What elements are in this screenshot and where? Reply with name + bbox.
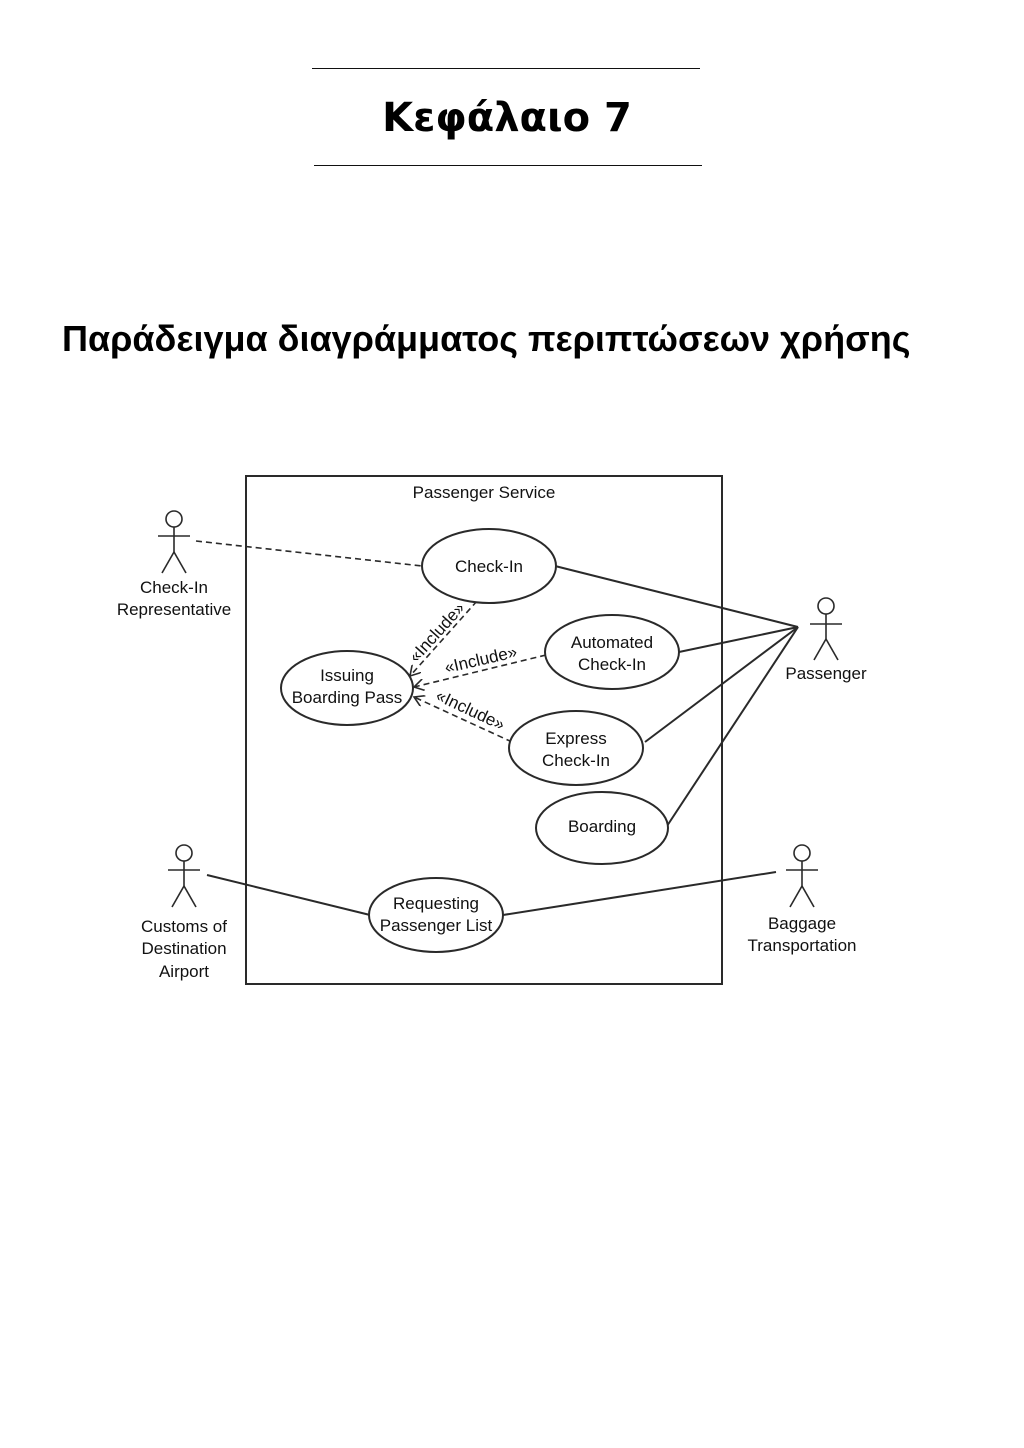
assoc-passenger-checkin xyxy=(554,565,799,628)
usecase-express-line2: Check-In xyxy=(542,751,610,770)
assoc-passenger-boarding xyxy=(666,626,799,827)
system-boundary xyxy=(245,475,723,985)
usecase-requesting-passenger-list: Requesting Passenger List xyxy=(368,877,504,953)
assoc-checkin-rep-checkin xyxy=(195,540,423,567)
usecase-requesting-line1: Requesting xyxy=(393,894,479,913)
actor-customs-line3: Airport xyxy=(159,962,209,981)
assoc-baggage-requesting xyxy=(502,871,777,916)
usecase-boarding: Boarding xyxy=(535,791,669,865)
usecase-issuing-line2: Boarding Pass xyxy=(292,688,403,707)
stick-figure-icon xyxy=(810,597,842,661)
actor-baggage-line2: Transportation xyxy=(748,936,857,955)
actor-check-in-rep-line1: Check-In xyxy=(140,578,208,597)
stick-figure-icon xyxy=(786,844,818,908)
actor-customs-of-destination-airport: Customs of Destination Airport xyxy=(141,844,227,981)
actor-check-in-representative: Check-In Representative xyxy=(117,510,231,619)
usecase-automated-line1: Automated xyxy=(571,633,653,652)
actor-customs-line1: Customs of xyxy=(141,917,227,936)
include-checkin-issuing xyxy=(410,600,478,676)
usecase-express-line1: Express xyxy=(545,729,606,748)
stick-figure-icon xyxy=(158,510,190,574)
usecase-requesting-line2: Passenger List xyxy=(380,916,493,935)
usecase-issuing-boarding-pass: Issuing Boarding Pass xyxy=(280,650,414,726)
usecase-automated-line2: Check-In xyxy=(578,655,646,674)
actor-passenger: Passenger xyxy=(785,597,867,683)
assoc-passenger-express xyxy=(644,626,799,743)
system-boundary-label: Passenger Service xyxy=(413,483,556,502)
section-heading: Παράδειγμα διαγράμματος περιπτώσεων χρήσ… xyxy=(62,318,911,359)
include-express-issuing xyxy=(414,697,513,743)
usecase-boarding-line1: Boarding xyxy=(568,817,636,836)
include-label-2: «Include» xyxy=(443,642,519,677)
usecase-issuing-line1: Issuing xyxy=(320,666,374,685)
usecase-automated-check-in: Automated Check-In xyxy=(544,614,680,690)
actor-baggage-transportation: Baggage Transportation xyxy=(748,844,857,955)
actor-check-in-rep-line2: Representative xyxy=(117,600,231,619)
chapter-title: Κεφάλαιο 7 xyxy=(382,95,632,141)
assoc-passenger-automated xyxy=(678,626,799,653)
include-automated-issuing xyxy=(414,654,547,687)
assoc-customs-requesting xyxy=(206,874,371,916)
usecase-express-check-in: Express Check-In xyxy=(508,710,644,786)
actor-passenger-line1: Passenger xyxy=(785,664,867,683)
bottom-rule xyxy=(314,165,702,166)
stick-figure-icon xyxy=(168,844,200,908)
usecase-check-in: Check-In xyxy=(421,528,557,604)
usecase-check-in-line1: Check-In xyxy=(455,557,523,576)
actor-baggage-line1: Baggage xyxy=(768,914,836,933)
top-rule xyxy=(312,68,700,69)
actor-customs-line2: Destination xyxy=(141,939,226,958)
